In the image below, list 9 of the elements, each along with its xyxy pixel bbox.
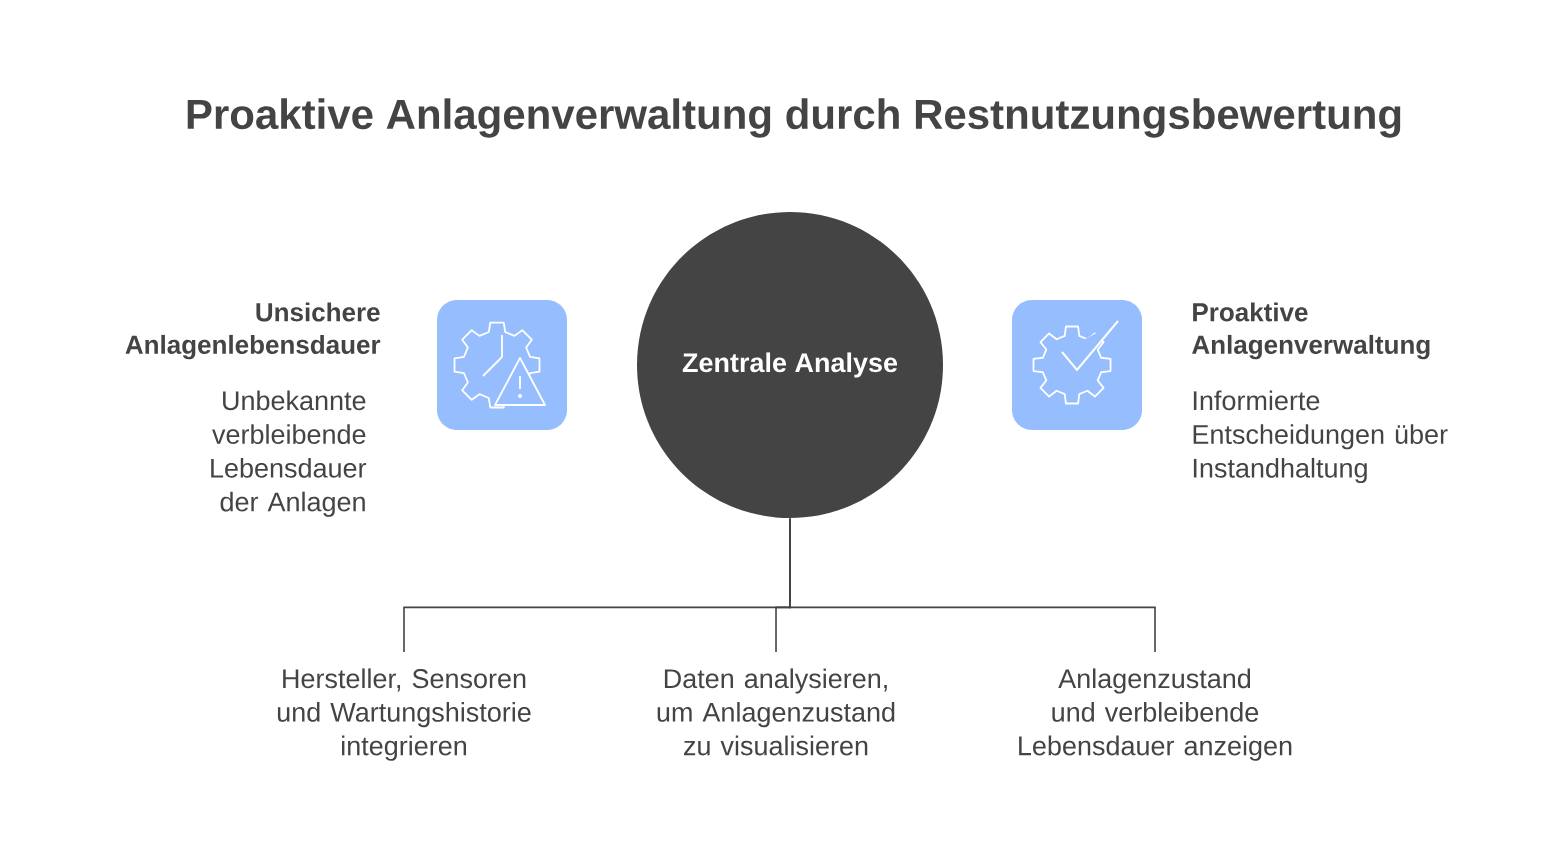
description: Unbekannte verbleibende Lebensdauer der Anlagen: [211, 390, 367, 517]
description: Informierte Entscheidungen über Instandhaltung: [1193, 390, 1448, 484]
step-text: Anlagenzustand und verbleibende Lebensdauer anzeigen: [1019, 668, 1292, 761]
heading: Proaktive Anlagenverwaltung: [1192, 302, 1430, 360]
title: Proaktive Anlagenverwaltung durch Restnutzungsbewertung: [187, 98, 1401, 138]
heading: Unsichere Anlagenlebensdauer: [125, 302, 381, 360]
connector-line: [789, 517, 1156, 653]
step-text: Hersteller, Sensoren und Wartungshistorie integrieren: [277, 668, 531, 761]
step-text: Daten analysieren, um Anlagenzustand zu visualisieren: [657, 668, 895, 756]
